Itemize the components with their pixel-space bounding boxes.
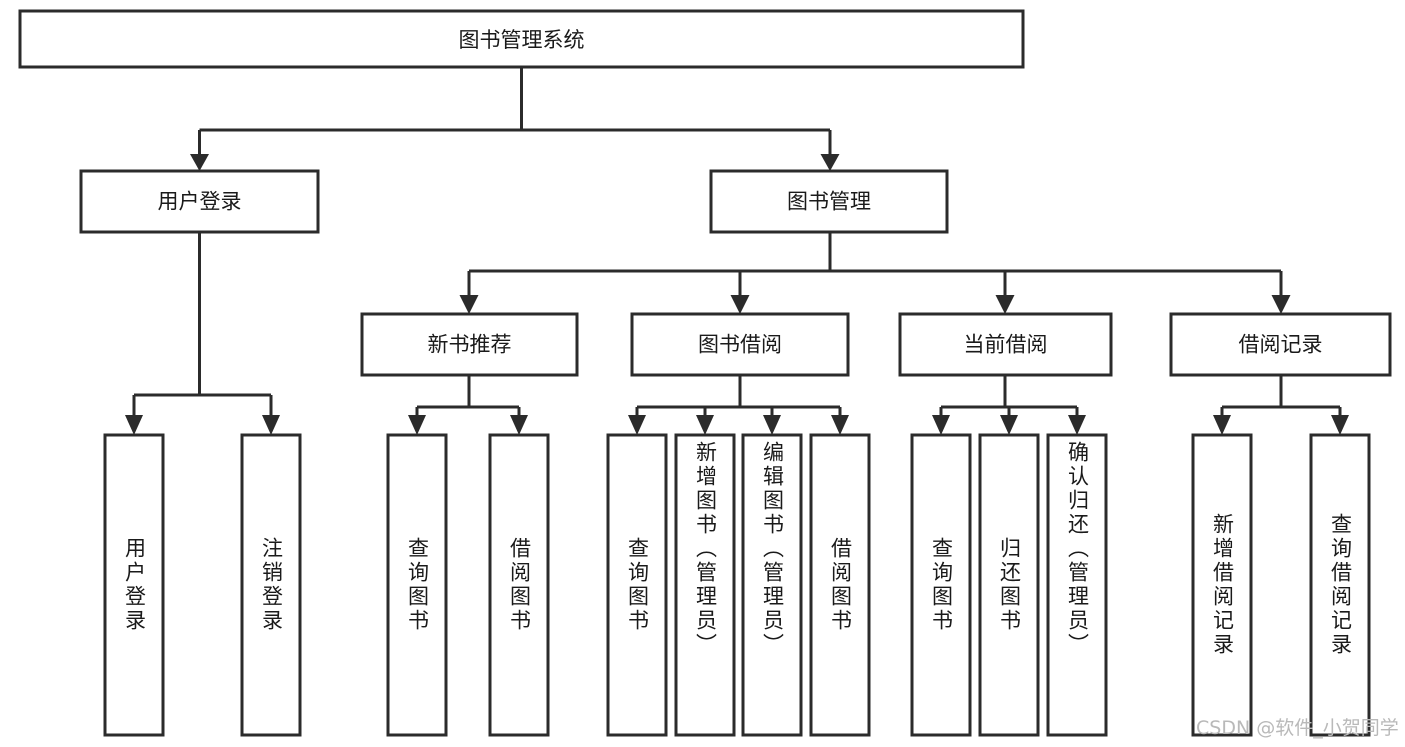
arrow-to-leaf-query-book-2 xyxy=(628,415,646,435)
node-root[interactable]: 图书管理系统 xyxy=(18,9,1025,69)
node-new-book-rec[interactable]: 新书推荐 xyxy=(360,312,579,377)
node-book-borrow-label: 图书借阅 xyxy=(698,333,782,357)
arrow-to-book-manage xyxy=(820,154,840,171)
arrow-to-leaf-query-record xyxy=(1331,415,1349,435)
node-borrow-record-box[interactable] xyxy=(1169,312,1392,377)
node-leaf-add-record-box[interactable] xyxy=(1191,433,1253,737)
node-user-login-box[interactable] xyxy=(79,169,320,234)
node-user-login[interactable]: 用户登录 xyxy=(79,169,320,234)
arrow-to-leaf-edit-book xyxy=(763,415,781,435)
node-leaf-confirm-return-box[interactable] xyxy=(1046,433,1108,737)
node-new-book-rec-box[interactable] xyxy=(360,312,579,377)
leaf-boxes xyxy=(103,433,1371,737)
node-current-borrow-box[interactable] xyxy=(898,312,1113,377)
node-leaf-user-login-box[interactable] xyxy=(103,433,165,737)
node-leaf-borrow-book-2-box[interactable] xyxy=(809,433,871,737)
node-leaf-query-record-box[interactable] xyxy=(1309,433,1371,737)
node-leaf-add-book-box[interactable] xyxy=(674,433,736,737)
arrow-to-leaf-add-book xyxy=(696,415,714,435)
node-leaf-logout-box[interactable] xyxy=(240,433,302,737)
arrow-to-leaf-user-login xyxy=(125,415,143,435)
node-new-book-rec-label: 新书推荐 xyxy=(428,333,512,357)
arrow-to-leaf-query-book-3 xyxy=(932,415,950,435)
node-leaf-borrow-book-1-box[interactable] xyxy=(488,433,550,737)
arrow-to-new-book-rec xyxy=(459,295,479,314)
node-borrow-record[interactable]: 借阅记录 xyxy=(1169,312,1392,377)
arrow-to-leaf-borrow-book-1 xyxy=(510,415,528,435)
arrow-to-leaf-borrow-book-2 xyxy=(831,415,849,435)
node-root-box[interactable] xyxy=(18,9,1025,69)
node-leaf-query-book-1-box[interactable] xyxy=(386,433,448,737)
node-current-borrow[interactable]: 当前借阅 xyxy=(898,312,1113,377)
arrow-to-book-borrow xyxy=(730,295,750,314)
node-leaf-query-book-3-box[interactable] xyxy=(910,433,972,737)
arrow-to-current-borrow xyxy=(995,295,1015,314)
arrow-to-user-login xyxy=(190,154,209,171)
node-leaf-query-book-2-box[interactable] xyxy=(606,433,668,737)
arrow-to-leaf-query-book-1 xyxy=(408,415,426,435)
node-book-borrow-box[interactable] xyxy=(630,312,850,377)
node-book-manage-box[interactable] xyxy=(709,169,949,234)
node-book-borrow[interactable]: 图书借阅 xyxy=(630,312,850,377)
arrow-to-leaf-logout xyxy=(262,415,280,435)
node-book-manage-label: 图书管理 xyxy=(787,190,871,214)
arrow-to-leaf-return-book xyxy=(1000,415,1018,435)
node-user-login-label: 用户登录 xyxy=(158,190,242,214)
arrow-to-borrow-record xyxy=(1271,295,1291,314)
arrow-to-leaf-confirm-return xyxy=(1068,415,1086,435)
node-current-borrow-label: 当前借阅 xyxy=(964,333,1048,357)
node-leaf-edit-book-box[interactable] xyxy=(741,433,803,737)
node-book-manage[interactable]: 图书管理 xyxy=(709,169,949,234)
node-root-label: 图书管理系统 xyxy=(459,28,585,52)
arrow-to-leaf-add-record xyxy=(1213,415,1231,435)
node-leaf-return-book-box[interactable] xyxy=(978,433,1040,737)
connectors xyxy=(125,67,1349,435)
node-borrow-record-label: 借阅记录 xyxy=(1239,333,1323,357)
